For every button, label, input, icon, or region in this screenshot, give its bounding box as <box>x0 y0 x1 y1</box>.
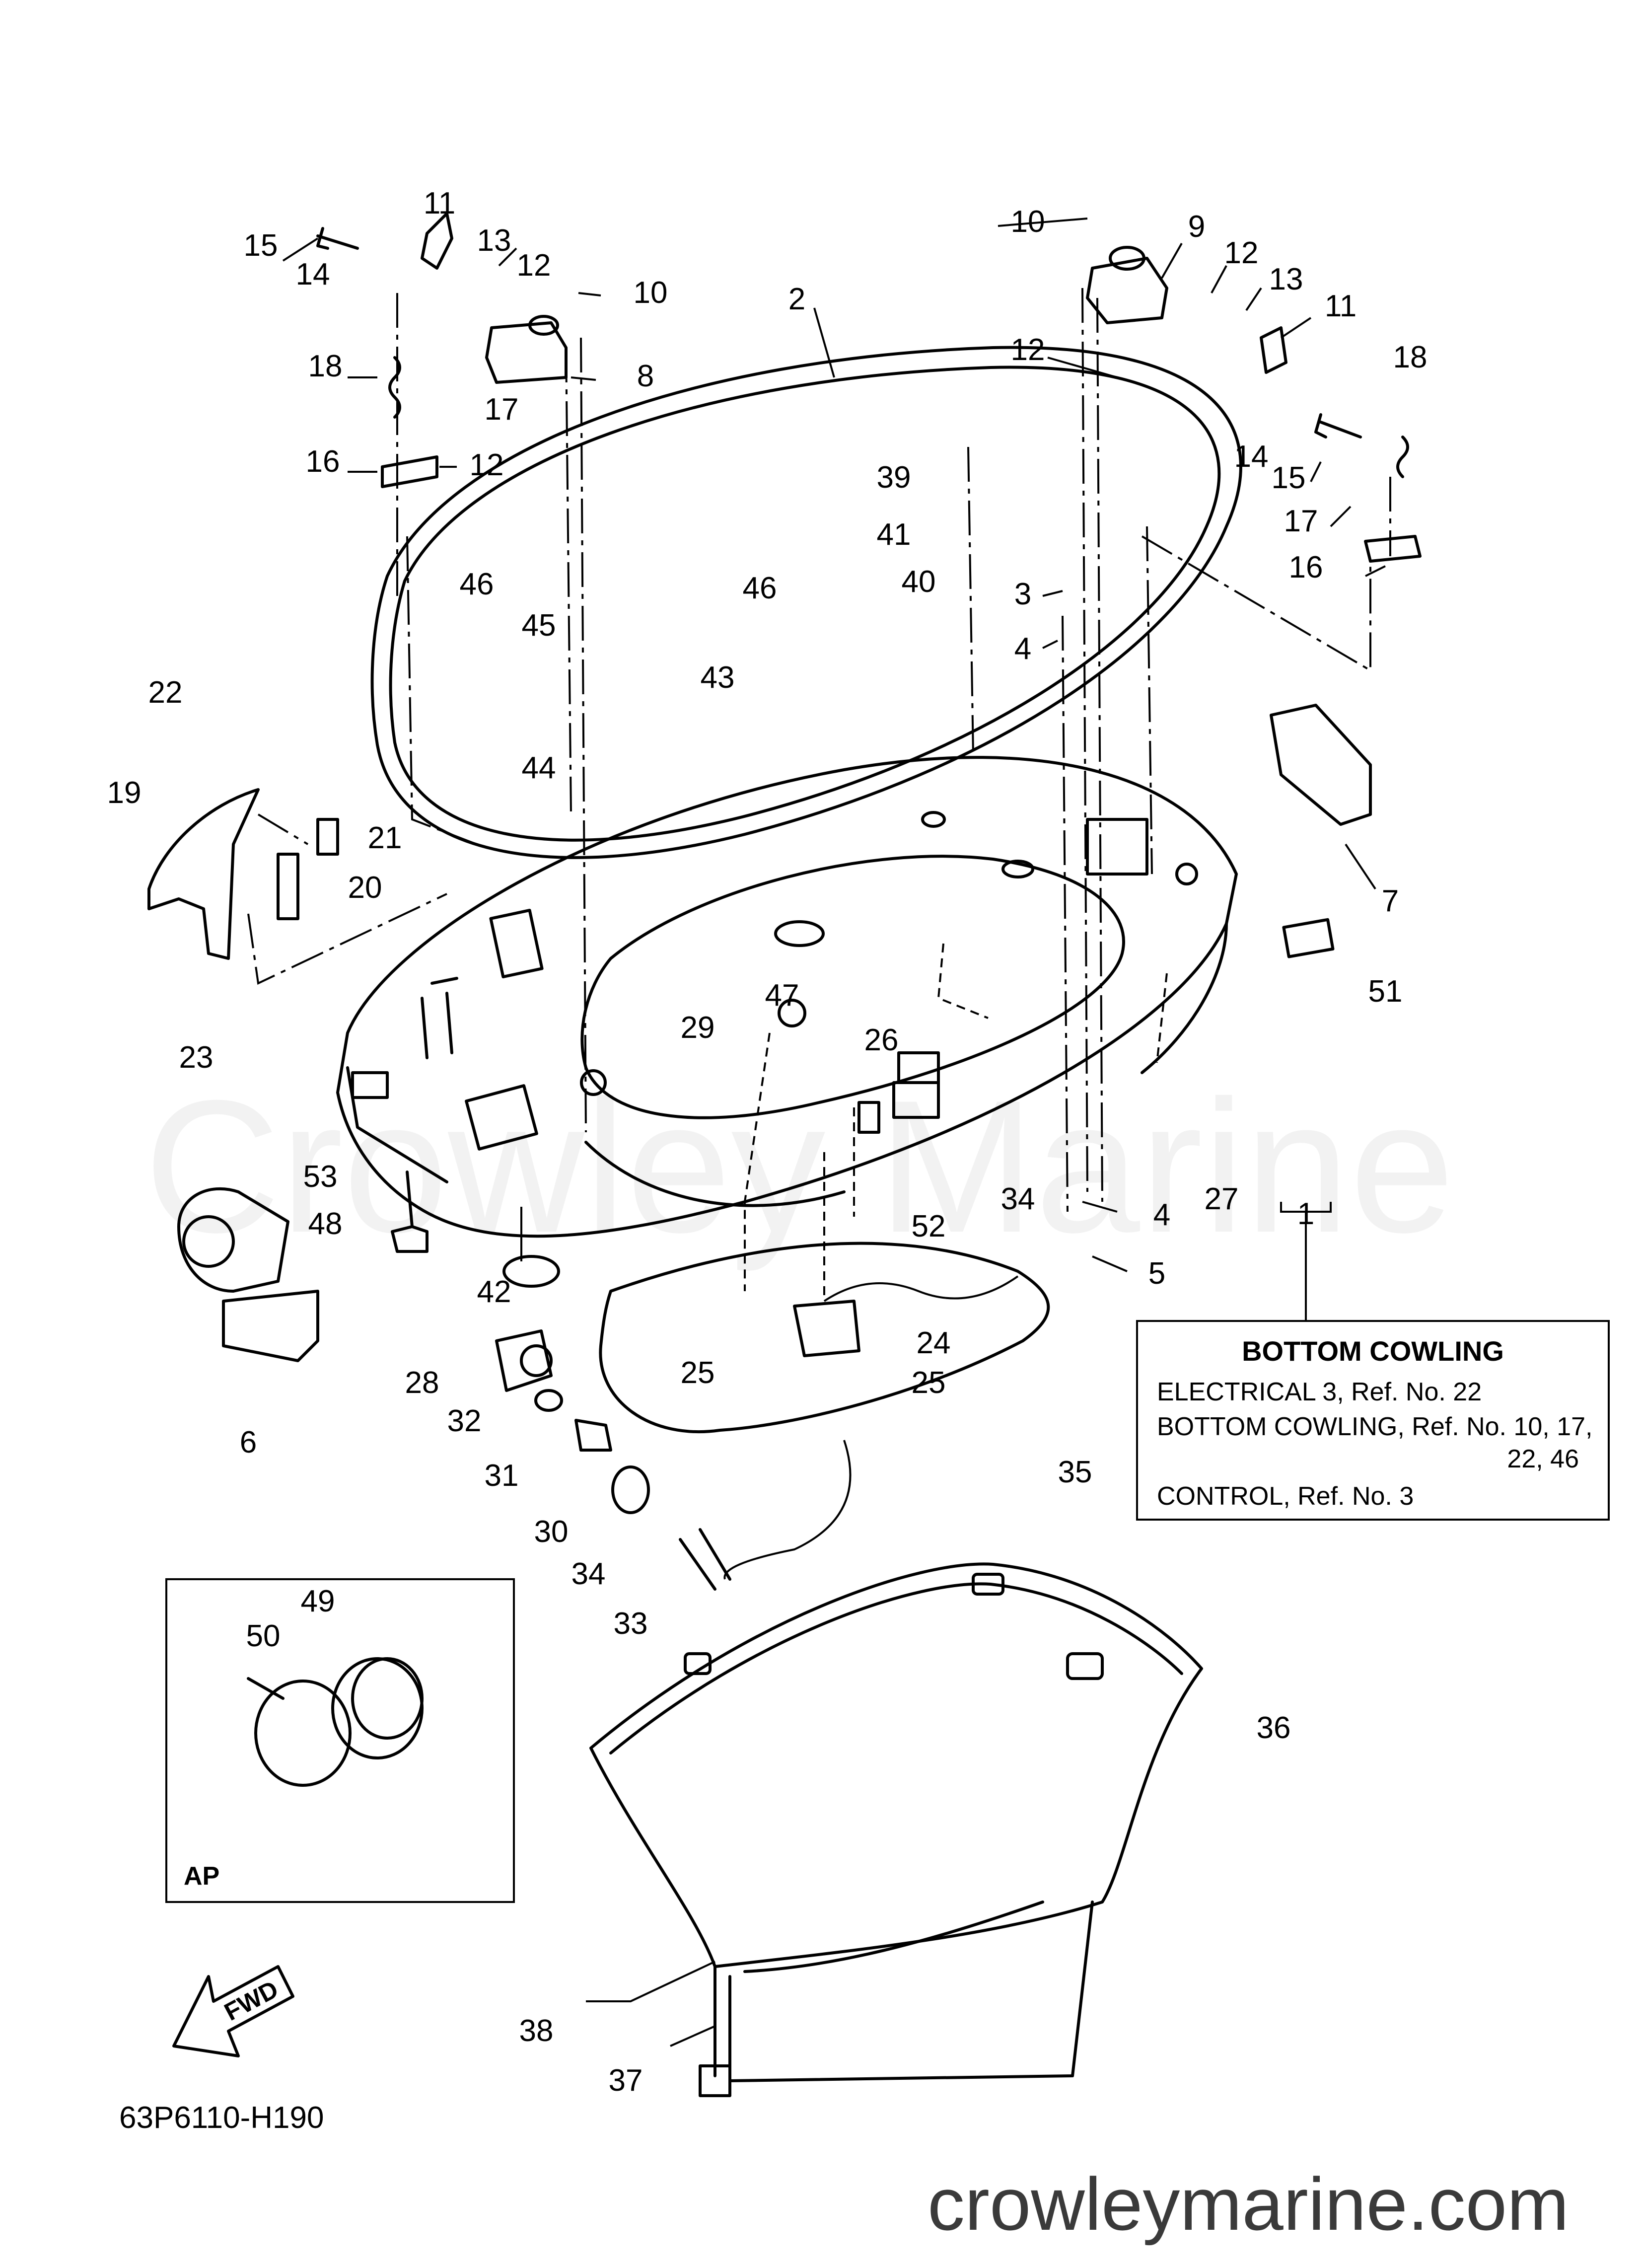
callout-label: 25 <box>912 1366 946 1400</box>
callout-label: 29 <box>681 1011 715 1045</box>
callout-label: 33 <box>614 1607 648 1641</box>
callout-label: 9 <box>1188 210 1205 244</box>
note-table-row: ELECTRICAL 3, Ref. No. 22 <box>1157 1378 1482 1406</box>
callout-label: 49 <box>301 1584 335 1618</box>
callout-label: 6 <box>240 1425 257 1460</box>
callout-label: 34 <box>571 1557 606 1591</box>
callout-label: 31 <box>485 1459 519 1493</box>
callout-label: 30 <box>534 1515 569 1549</box>
callout-label: 15 <box>244 228 278 263</box>
callout-label: 17 <box>485 392 519 427</box>
bottom-cowling <box>336 756 1238 1238</box>
callout-label: 18 <box>308 349 343 383</box>
callout-label: 4 <box>1014 632 1031 666</box>
inset-box: AP <box>165 1578 515 1903</box>
callout-label: 32 <box>447 1404 482 1438</box>
assembly-lines <box>247 288 1391 2047</box>
callouts: 1 2 3 4 4 5 6 7 8 9 10 10 11 11 12 12 12… <box>107 186 1428 2098</box>
callout-label: 23 <box>179 1040 214 1075</box>
callout-label: 46 <box>460 567 494 601</box>
callout-label: 47 <box>765 978 799 1013</box>
callout-label: 10 <box>634 276 668 310</box>
callout-label: 46 <box>743 571 777 605</box>
callout-label: 26 <box>864 1023 899 1057</box>
callout-label: 53 <box>303 1160 338 1194</box>
callout-label: 28 <box>405 1366 439 1400</box>
callout-label: 41 <box>877 517 911 552</box>
callout-label: 40 <box>902 565 936 599</box>
callout-label: 51 <box>1368 974 1403 1009</box>
callout-label: 12 <box>1224 236 1259 270</box>
callout-label: 16 <box>1289 550 1323 585</box>
note-table-title: BOTTOM COWLING <box>1242 1335 1504 1367</box>
callout-label: 12 <box>517 248 551 283</box>
leader-lines <box>282 218 1386 1272</box>
callout-label: 12 <box>1011 333 1045 367</box>
callout-label: 35 <box>1058 1455 1092 1489</box>
callout-label: 16 <box>306 444 340 479</box>
callout-label: 52 <box>912 1209 946 1244</box>
callout-label: 50 <box>246 1619 281 1653</box>
callout-label: 25 <box>681 1356 715 1390</box>
callout-label: 8 <box>637 359 654 393</box>
holder-9 <box>1086 257 1168 324</box>
callout-label: 5 <box>1148 1256 1165 1291</box>
callout-label: 11 <box>424 186 455 220</box>
callout-label: 14 <box>296 257 330 292</box>
callout-label: 11 <box>1325 289 1356 323</box>
brand-url: crowleymarine.com <box>928 2162 1569 2246</box>
callout-label: 13 <box>477 223 511 258</box>
note-table: BOTTOM COWLING ELECTRICAL 3, Ref. No. 22… <box>1136 1320 1610 1521</box>
callout-label: 39 <box>877 460 911 495</box>
callout-label: 48 <box>308 1207 343 1241</box>
note-table-row: CONTROL, Ref. No. 3 <box>1157 1482 1414 1511</box>
callout-label: 44 <box>522 751 556 785</box>
callout-label: 20 <box>348 871 382 905</box>
fwd-arrow-icon: FWD <box>172 1965 294 2057</box>
callout-label: 34 <box>1001 1182 1035 1216</box>
callout-label: 13 <box>1269 262 1303 296</box>
callout-label: 18 <box>1393 340 1428 374</box>
diagram-code: 63P6110-H190 <box>119 2101 324 2135</box>
callout-label: 37 <box>609 2063 643 2098</box>
callout-label: 24 <box>917 1326 951 1360</box>
callout-label: 19 <box>107 776 142 810</box>
callout-label: 3 <box>1014 577 1031 611</box>
seal-ring <box>370 346 1242 859</box>
callout-label: 22 <box>148 675 183 710</box>
callout-label: 21 <box>368 821 402 855</box>
callout-label: 38 <box>519 2014 554 2048</box>
watermark-text: Crowley Marine <box>144 1061 1455 1273</box>
note-table-row: 22, 46 <box>1507 1445 1579 1473</box>
callout-label: 4 <box>1153 1198 1170 1232</box>
note-table-row: BOTTOM COWLING, Ref. No. 10, 17, <box>1157 1412 1592 1441</box>
small-parts <box>147 212 1422 1787</box>
callout-label: 17 <box>1284 504 1318 538</box>
callout-label: 42 <box>477 1275 511 1309</box>
callout-label: 7 <box>1382 884 1399 918</box>
callout-label: 27 <box>1205 1182 1239 1216</box>
callout-label: 14 <box>1234 439 1269 474</box>
callout-label: 45 <box>522 608 556 643</box>
callout-label: 15 <box>1272 461 1306 495</box>
callout-label: 36 <box>1257 1711 1291 1745</box>
inset-label: AP <box>184 1862 219 1891</box>
callout-label: 2 <box>788 282 805 316</box>
callout-label: 1 <box>1297 1197 1314 1231</box>
lower-cover <box>589 1562 1203 2097</box>
callout-label: 12 <box>470 448 504 482</box>
callout-label: 43 <box>701 660 735 695</box>
